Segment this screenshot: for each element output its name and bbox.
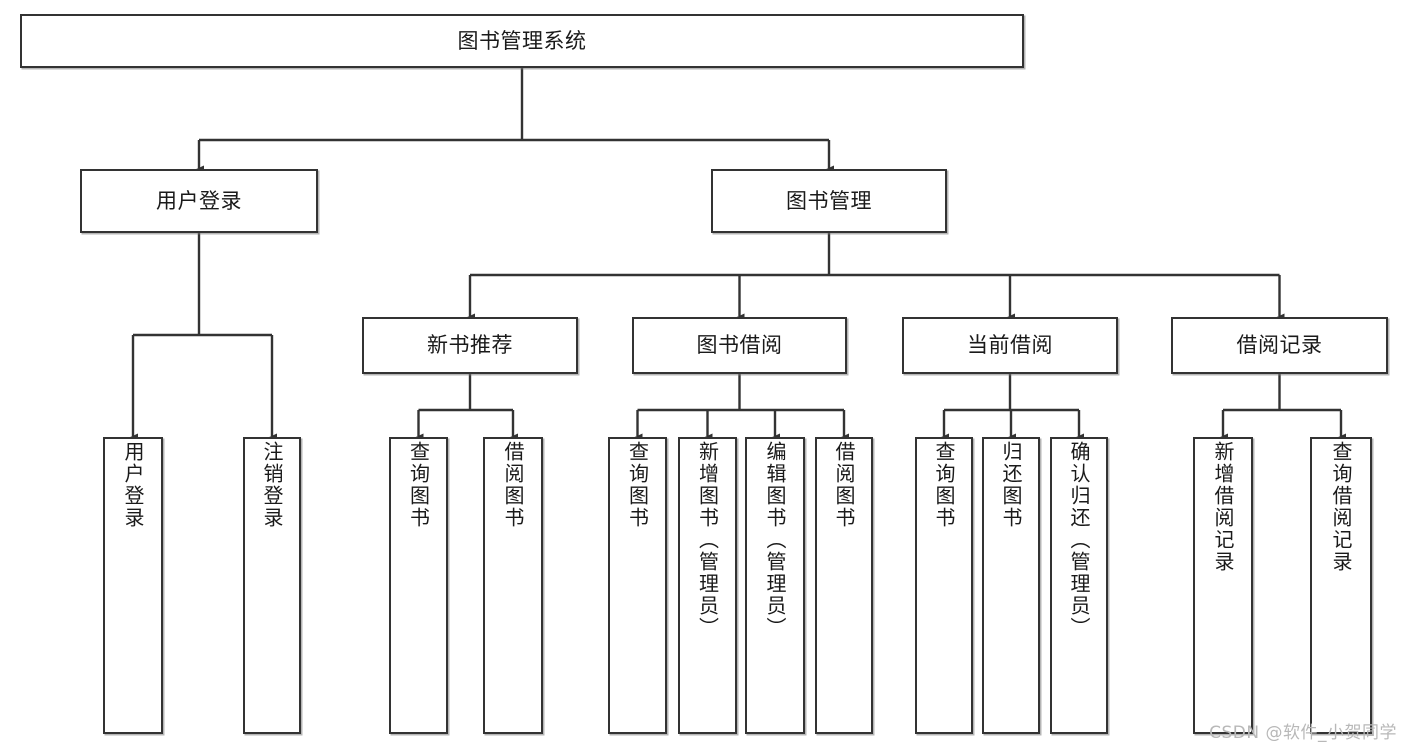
node-user-login[interactable]: 用户登录 — [80, 169, 318, 233]
node-label: 图书管理系统 — [457, 28, 587, 53]
node-label: 借阅记录 — [1236, 333, 1323, 358]
node-label: 新增借阅记录 — [1211, 441, 1235, 573]
node-book-manage[interactable]: 图书管理 — [711, 169, 947, 233]
node-label: 归还图书 — [999, 441, 1023, 529]
node-borrow-record[interactable]: 借阅记录 — [1171, 317, 1388, 374]
node-label: 确认归还（管理员） — [1067, 441, 1091, 639]
node-leaf-add-record[interactable]: 新增借阅记录 — [1193, 437, 1253, 734]
node-label: 图书管理 — [786, 188, 872, 213]
node-leaf-add-book[interactable]: 新增图书（管理员） — [678, 437, 737, 734]
node-label: 新增图书（管理员） — [695, 441, 720, 639]
node-label: 用户登录 — [121, 441, 145, 529]
node-leaf-query-book-current[interactable]: 查询图书 — [915, 437, 973, 734]
node-label: 图书借阅 — [696, 333, 783, 358]
node-label: 查询借阅记录 — [1329, 441, 1353, 573]
node-label: 查询图书 — [406, 441, 431, 529]
node-label: 查询图书 — [932, 441, 956, 529]
node-leaf-user-login[interactable]: 用户登录 — [103, 437, 163, 734]
node-label: 注销登录 — [260, 441, 284, 529]
node-leaf-query-book-borrow[interactable]: 查询图书 — [608, 437, 667, 734]
node-leaf-query-book-rec[interactable]: 查询图书 — [389, 437, 448, 734]
node-label: 查询图书 — [625, 441, 650, 529]
node-leaf-confirm-return[interactable]: 确认归还（管理员） — [1050, 437, 1108, 734]
node-label: 用户登录 — [156, 188, 242, 213]
node-label: 借阅图书 — [832, 441, 856, 529]
node-label: 借阅图书 — [501, 441, 525, 529]
node-leaf-query-record[interactable]: 查询借阅记录 — [1310, 437, 1372, 734]
node-root[interactable]: 图书管理系统 — [20, 14, 1024, 68]
node-leaf-return-book[interactable]: 归还图书 — [982, 437, 1040, 734]
node-leaf-borrow-book[interactable]: 借阅图书 — [815, 437, 873, 734]
node-leaf-edit-book[interactable]: 编辑图书（管理员） — [745, 437, 805, 734]
node-new-book-recommend[interactable]: 新书推荐 — [362, 317, 578, 374]
node-leaf-borrow-book-rec[interactable]: 借阅图书 — [483, 437, 543, 734]
node-label: 编辑图书（管理员） — [763, 441, 787, 639]
node-book-borrow[interactable]: 图书借阅 — [632, 317, 847, 374]
node-label: 当前借阅 — [967, 333, 1053, 358]
node-leaf-user-logout[interactable]: 注销登录 — [243, 437, 301, 734]
node-label: 新书推荐 — [427, 333, 513, 358]
node-current-borrow[interactable]: 当前借阅 — [902, 317, 1118, 374]
